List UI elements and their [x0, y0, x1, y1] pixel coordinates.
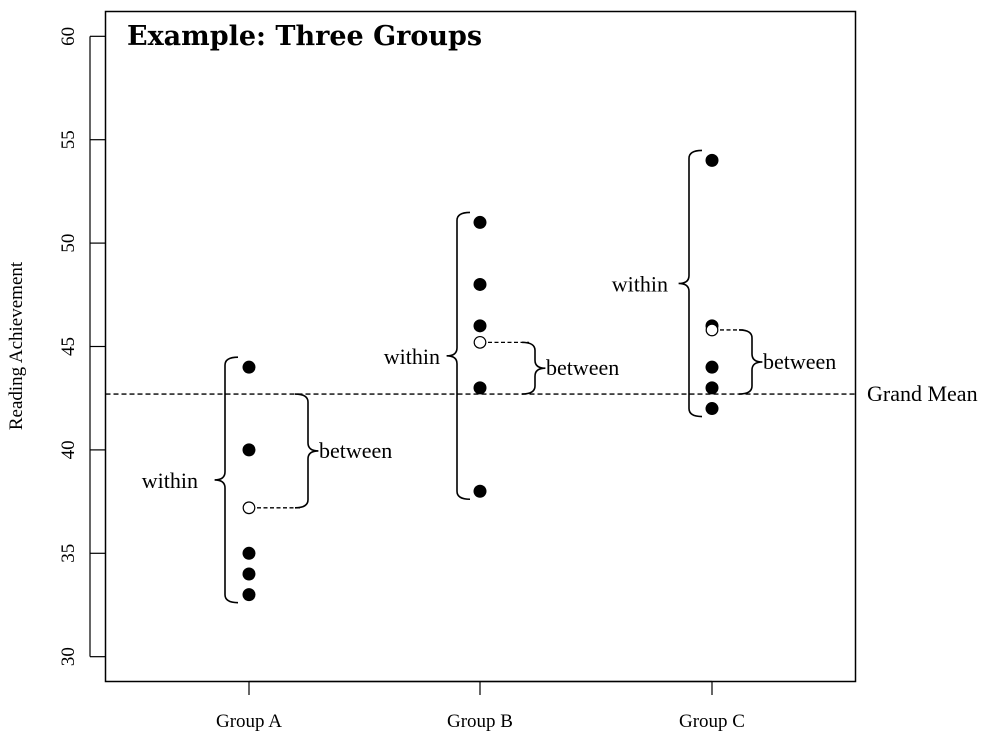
between-label: between — [763, 349, 836, 374]
group-mean-point — [473, 335, 487, 349]
within-label: within — [142, 468, 198, 493]
between-brace — [738, 329, 763, 395]
data-point — [705, 153, 719, 167]
data-point — [705, 381, 719, 395]
group-mean-point — [705, 323, 719, 337]
between-label: between — [319, 438, 392, 463]
grand-mean-label: Grand Mean — [867, 381, 978, 406]
y-axis-label: Reading Achievement — [6, 261, 27, 430]
within-brace — [678, 149, 703, 418]
x-tick-label: Group B — [447, 711, 513, 732]
y-tick-label: 60 — [58, 27, 79, 46]
between-brace — [521, 341, 546, 395]
data-point — [242, 443, 256, 457]
data-point — [705, 402, 719, 416]
data-point — [242, 546, 256, 560]
y-tick-label: 35 — [58, 544, 79, 563]
between-label: between — [546, 355, 619, 380]
annotations: within between within between within between — [142, 149, 836, 604]
data-point — [473, 215, 487, 229]
between-brace — [294, 393, 319, 509]
data-point — [473, 381, 487, 395]
group-mean-point — [242, 501, 256, 515]
y-tick-label: 55 — [58, 130, 79, 149]
x-tick-label: Group C — [679, 711, 745, 732]
x-axis: Group A Group B Group C — [216, 680, 745, 732]
within-label: within — [612, 271, 668, 296]
within-brace — [446, 211, 471, 501]
y-tick-label: 50 — [58, 234, 79, 253]
within-brace — [214, 356, 239, 604]
y-tick-label: 45 — [58, 337, 79, 356]
y-tick-label: 30 — [58, 647, 79, 666]
x-tick-label: Group A — [216, 711, 282, 732]
data-points — [242, 153, 719, 602]
data-point — [242, 360, 256, 374]
data-point — [705, 360, 719, 374]
chart-title: Example: Three Groups — [127, 21, 482, 52]
within-label: within — [384, 344, 440, 369]
data-point — [242, 567, 256, 581]
y-tick-label: 40 — [58, 440, 79, 459]
data-point — [242, 588, 256, 602]
data-point — [473, 319, 487, 333]
data-point — [473, 484, 487, 498]
y-axis: 30 35 40 45 50 55 60 — [58, 27, 106, 666]
data-point — [473, 277, 487, 291]
